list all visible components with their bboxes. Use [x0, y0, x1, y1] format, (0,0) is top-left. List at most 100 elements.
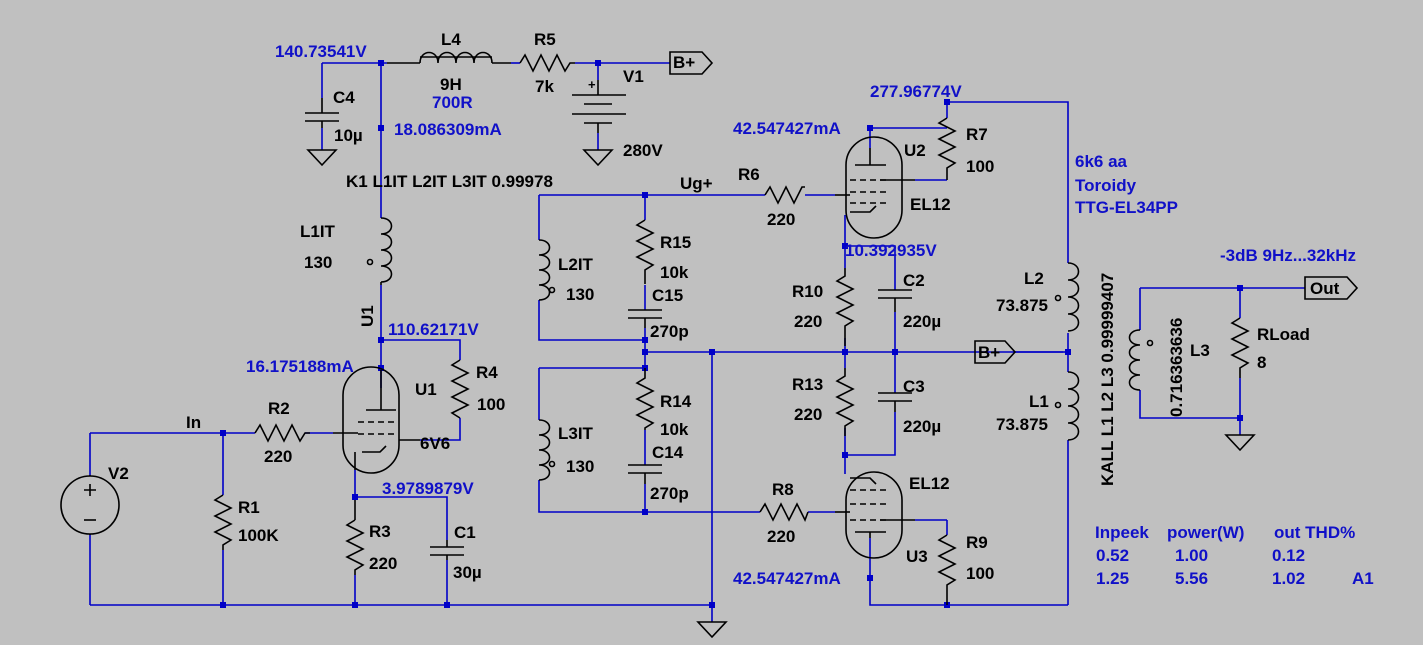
r7-value: 100: [966, 157, 994, 176]
c15-ref: C15: [652, 286, 683, 305]
op-v-c4: 140.73541V: [275, 42, 367, 61]
op-v-u1-plate: 110.62171V: [388, 320, 479, 339]
c1-symbol: [430, 540, 464, 560]
results-cell: 5.56: [1175, 569, 1208, 588]
r3-value: 220: [369, 554, 397, 573]
out-label: Out: [1310, 279, 1340, 298]
op-v-mid: 10.392935V: [845, 241, 937, 260]
l2it-ref: L2IT: [558, 255, 594, 274]
u3-value: EL12: [909, 474, 950, 493]
transformer-note-1: 6k6 aa: [1075, 152, 1128, 171]
r5-value: 7k: [535, 77, 554, 96]
l3-symbol: [1128, 329, 1154, 391]
r2-symbol: [254, 423, 310, 443]
r14-value: 10k: [660, 420, 689, 439]
bplus-mid-label: B+: [978, 343, 1000, 362]
l1-value: 73.875: [996, 415, 1048, 434]
r9-ref: R9: [966, 533, 988, 552]
r13-symbol: [835, 368, 855, 436]
r9-symbol: [937, 534, 957, 605]
junction-dots: [220, 60, 1243, 608]
r15-value: 10k: [660, 263, 689, 282]
c3-value: 220µ: [903, 417, 941, 436]
r8-symbol: [759, 502, 809, 522]
l3it-symbol: [538, 419, 556, 481]
op-v-u1-cathode: 3.9789879V: [382, 479, 474, 498]
rload-symbol: [1230, 317, 1250, 378]
v2-symbol: [60, 475, 120, 535]
u3-ref: U3: [906, 547, 928, 566]
results-header-inpeek: Inpeek: [1095, 523, 1149, 542]
r6-ref: R6: [738, 165, 760, 184]
c15-symbol: [628, 309, 662, 328]
r4-value: 100: [477, 395, 505, 414]
ground-out: [1224, 434, 1256, 452]
rload-value: 8: [1257, 353, 1266, 372]
results-cell: 1.25: [1096, 569, 1129, 588]
r14-symbol: [635, 368, 655, 430]
r6-value: 220: [767, 210, 795, 229]
wires: [89, 62, 1305, 622]
l3-value: 0.716363636: [1167, 318, 1186, 417]
r1-value: 100K: [238, 526, 279, 545]
l1-ref: L1: [1029, 392, 1049, 411]
op-i-u2: 42.547427mA: [733, 119, 841, 138]
r6-symbol: [764, 185, 805, 205]
u3-tube: [835, 471, 915, 559]
l1it-symbol: [366, 217, 393, 285]
labels: 140.73541V 18.086309mA 110.62171V 16.175…: [108, 30, 1374, 588]
r4-ref: R4: [476, 363, 498, 382]
r13-value: 220: [794, 405, 822, 424]
c14-value: 270p: [650, 484, 689, 503]
r4-symbol: [450, 359, 470, 419]
r2-ref: R2: [268, 399, 290, 418]
r15-ref: R15: [660, 233, 691, 252]
results-cell: A1: [1352, 569, 1374, 588]
results-header-power: power(W): [1167, 523, 1244, 542]
r14-ref: R14: [660, 392, 692, 411]
ground-main: [696, 621, 728, 639]
c4-value: 10µ: [334, 126, 363, 145]
r15-symbol: [635, 219, 655, 284]
r5-symbol: [519, 53, 575, 73]
r10-ref: R10: [792, 282, 823, 301]
r10-symbol: [835, 268, 855, 346]
c1-ref: C1: [454, 523, 476, 542]
kall-directive: KALL L1 L2 L3 0.99999407: [1098, 273, 1117, 486]
r13-ref: R13: [792, 375, 823, 394]
v1-ref: V1: [623, 67, 644, 86]
r3-ref: R3: [369, 522, 391, 541]
l3-ref: L3: [1190, 341, 1210, 360]
ug-label: Ug+: [680, 174, 713, 193]
l1-symbol: [1054, 371, 1080, 441]
c1-value: 30µ: [453, 563, 482, 582]
transformer-note-2: Toroidy: [1075, 176, 1137, 195]
op-i-u3: 42.547427mA: [733, 569, 841, 588]
results-cell: 1.02: [1272, 569, 1305, 588]
l3it-ref: L3IT: [558, 424, 594, 443]
u2-ref: U2: [904, 141, 926, 160]
bandwidth-note: -3dB 9Hz...32kHz: [1220, 246, 1356, 265]
c3-ref: C3: [903, 377, 925, 396]
rload-ref: RLoad: [1257, 325, 1310, 344]
l4-ref: L4: [441, 30, 461, 49]
u2-tube: [835, 136, 915, 239]
r8-value: 220: [767, 527, 795, 546]
u1-value: 6V6: [420, 434, 450, 453]
r10-value: 220: [794, 312, 822, 331]
l2-symbol: [1054, 262, 1080, 332]
results-cell: 0.12: [1272, 546, 1305, 565]
r2-value: 220: [264, 447, 292, 466]
u1-ref: U1: [415, 380, 437, 399]
u1-side-label: U1: [358, 305, 377, 327]
c3-symbol: [878, 392, 912, 412]
c2-value: 220µ: [903, 312, 941, 331]
results-cell: 1.00: [1175, 546, 1208, 565]
r3-symbol: [345, 500, 365, 575]
l3it-value: 130: [566, 457, 594, 476]
op-v-plate-top: 277.96774V: [870, 82, 962, 101]
c14-ref: C14: [652, 443, 684, 462]
v1-symbol: +: [572, 77, 626, 133]
r7-ref: R7: [966, 125, 988, 144]
out-flag: [1304, 276, 1359, 300]
